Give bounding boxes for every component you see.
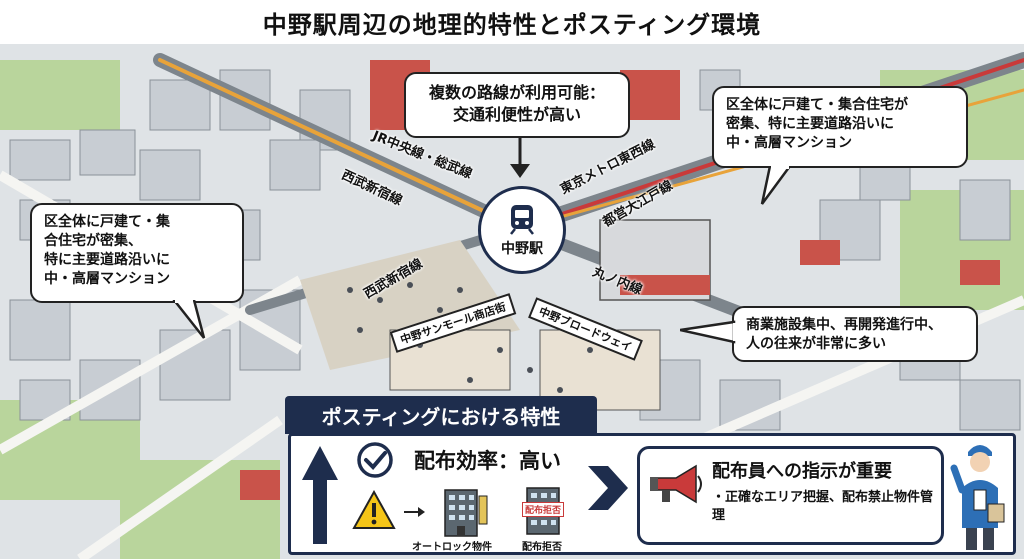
callout-commercial: 商業施設集中、再開発進行中、 人の往来が非常に多い: [732, 306, 978, 362]
callout-housing-left: 区全体に戸建て・集 合住宅が密集、 特に主要道路沿いに 中・高層マンション: [30, 203, 244, 303]
chevron-right-icon: [588, 466, 628, 510]
callout-commercial-tail: [680, 320, 736, 344]
apartment-icon: [444, 489, 488, 537]
refusal-label: 配布拒否: [522, 542, 562, 553]
callout-commercial-line2: 人の往来が非常に多い: [746, 335, 886, 352]
megaphone-icon: [650, 464, 702, 504]
arrow-right-small-icon: [404, 507, 425, 517]
instruction-text: ・正確なエリア把握、配布禁止物件管理: [712, 490, 934, 524]
callout-housing-left-line4: 中・高層マンション: [44, 270, 170, 287]
callout-transport-line2: 交通利便性が高い: [452, 104, 581, 124]
staff-icon: [950, 445, 1005, 550]
nakano-station-marker: 中野駅: [478, 186, 566, 274]
efficiency-text: 配布効率：高い: [414, 449, 561, 473]
refusal-sign: 配布拒否: [522, 502, 565, 517]
callout-housing-right-line1: 区全体に戸建て・集合住宅が: [726, 97, 908, 113]
train-icon: [510, 205, 534, 235]
callout-transport-line1: 複数の路線が利用可能：: [428, 83, 605, 102]
callout-transport-arrow: [510, 136, 530, 178]
callout-housing-right-line2: 密集、特に主要道路沿いに: [726, 115, 894, 132]
callout-commercial-line1: 商業施設集中、再開発進行中、: [746, 317, 942, 333]
posting-panel-heading: ポスティングにおける特性: [285, 396, 597, 434]
callout-housing-left-tail: [172, 300, 206, 339]
up-arrow-icon: [302, 446, 338, 544]
callout-housing-right-line3: 中・高層マンション: [726, 134, 852, 151]
callout-housing-left-line3: 特に主要道路沿いに: [44, 251, 170, 268]
instruction-title: 配布員への指示が重要: [712, 461, 892, 482]
callout-housing-left-line2: 合住宅が密集、: [44, 232, 142, 249]
callout-transport: 複数の路線が利用可能： 交通利便性が高い: [404, 72, 630, 138]
callout-housing-right-tail: [760, 166, 792, 205]
page-title: 中野駅周辺の地理的特性とポスティング環境: [0, 0, 1024, 44]
autolock-label: オートロック物件: [412, 542, 492, 553]
callout-housing-right: 区全体に戸建て・集合住宅が 密集、特に主要道路沿いに 中・高層マンション: [712, 86, 968, 168]
callout-housing-left-line1: 区全体に戸建て・集: [44, 214, 170, 230]
check-icon: [357, 442, 393, 478]
warning-icon: [352, 490, 396, 529]
station-name: 中野駅: [501, 241, 543, 257]
